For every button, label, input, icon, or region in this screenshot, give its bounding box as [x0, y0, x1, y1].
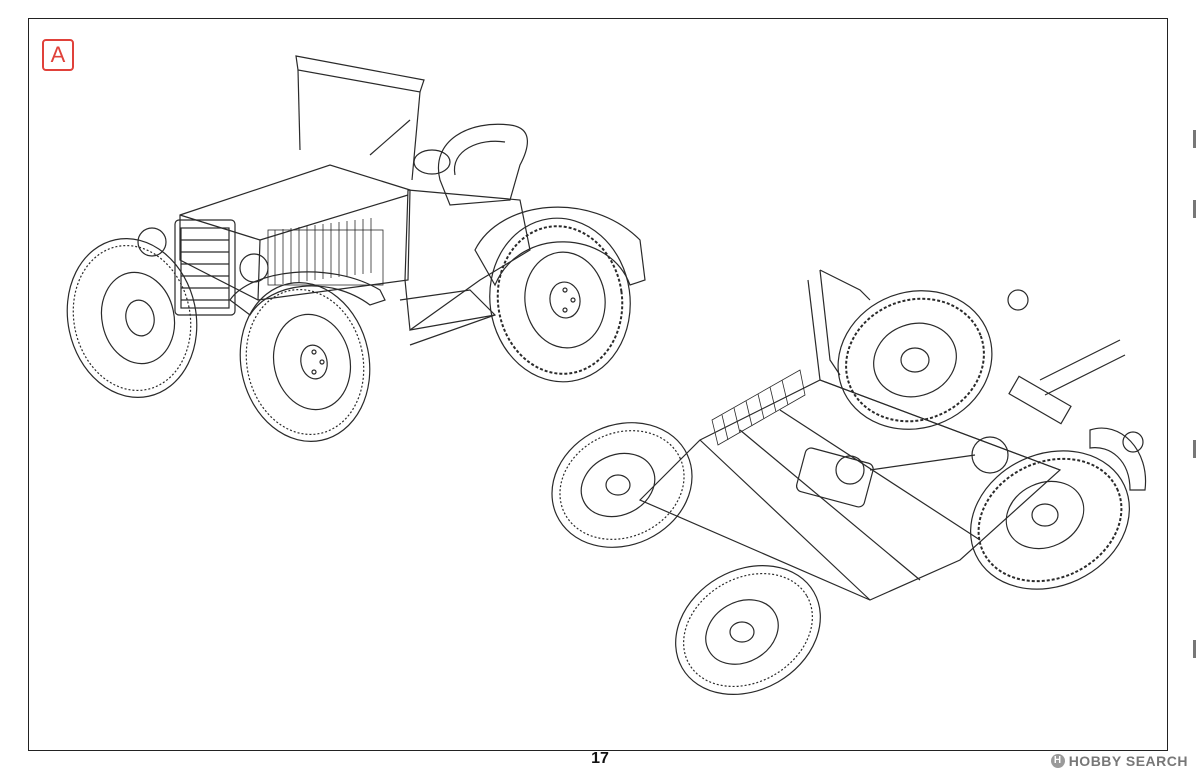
hobby-search-logo-icon: H — [1050, 754, 1065, 768]
underside-rear-fender — [1089, 427, 1147, 491]
binding-mark — [1193, 440, 1196, 458]
front-right-wheel — [239, 282, 371, 442]
gearbox — [795, 436, 1009, 508]
watermark: H HOBBY SEARCH — [1050, 753, 1188, 769]
drawbar — [1008, 339, 1126, 425]
front-fender — [229, 271, 386, 316]
step-label-badge: A — [42, 39, 74, 71]
chassis-side — [399, 189, 531, 346]
main-frame — [638, 379, 1062, 601]
radiator-grille — [174, 219, 236, 316]
binding-mark — [1193, 130, 1196, 148]
tractor-front-view — [66, 55, 646, 442]
steering-wheel — [413, 149, 451, 175]
binding-mark — [1193, 640, 1196, 658]
tractor-underside-view — [551, 269, 1147, 695]
rear-right-wheel — [489, 217, 631, 383]
front-left-wheel — [66, 238, 198, 398]
rear-fender — [474, 206, 646, 287]
underside-rear-light — [1122, 431, 1144, 453]
hood — [179, 164, 411, 301]
underside-rear-wheel — [970, 450, 1130, 590]
binding-mark — [1193, 200, 1196, 218]
left-headlight — [137, 227, 167, 257]
underside-front-left-wheel — [551, 422, 693, 548]
side-louvres — [267, 218, 384, 286]
underside-headlight — [1007, 289, 1029, 311]
watermark-text: HOBBY SEARCH — [1068, 753, 1188, 769]
spare-wheel — [837, 290, 993, 430]
windscreen-frame — [807, 269, 871, 381]
page-frame — [28, 18, 1168, 751]
underside-front-right-wheel — [675, 565, 821, 695]
floor-louvres — [711, 369, 806, 446]
windscreen — [295, 55, 425, 181]
page-number: 17 — [591, 750, 609, 767]
seat — [437, 123, 528, 206]
